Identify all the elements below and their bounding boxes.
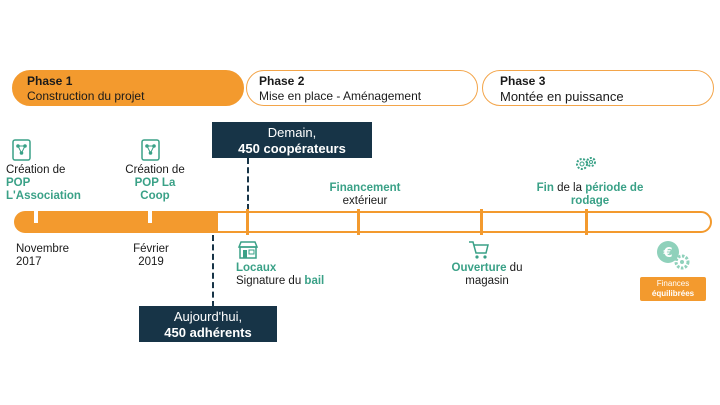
cart-icon	[468, 240, 490, 265]
rodage-fin: Fin	[536, 182, 554, 194]
svg-text:€: €	[662, 246, 672, 261]
phase-1-subtitle: Construction du projet	[27, 89, 145, 103]
date-fev2019-year: 2019	[138, 256, 164, 268]
phase-3-title: Phase 3	[500, 74, 546, 88]
callout-aujourdhui: Aujourd'hui, 450 adhérents	[139, 306, 277, 342]
phase-3: Phase 3 Montée en puissance	[482, 70, 714, 106]
locaux-line2-prefix: Signature du	[236, 275, 305, 287]
creation-coop-prefix: Création de	[125, 164, 185, 176]
rodage-periode: période de rodage	[570, 182, 644, 207]
date-nov2017-year: 2017	[16, 256, 42, 268]
date-nov2017: Novembre 2017	[16, 243, 96, 269]
phase-1: Phase 1 Construction du projet	[12, 70, 244, 106]
ouverture-line2: magasin	[465, 275, 509, 287]
callout-demain-line1: Demain,	[267, 125, 317, 140]
timeline-tick-2017	[34, 203, 38, 223]
callout-demain-line2: 450 coopérateurs	[238, 141, 346, 156]
timeline-progress	[14, 211, 218, 233]
finances-badge: Finances équilibrées	[640, 277, 706, 301]
ouverture-label: Ouverture	[451, 262, 507, 274]
callout-demain-connector	[247, 158, 249, 210]
timeline-tick-2019	[148, 203, 152, 223]
gears-icon	[573, 153, 599, 180]
financement-suffix: extérieur	[342, 195, 388, 207]
callout-aujourdhui-line2: 450 adhérents	[164, 325, 252, 340]
callout-aujourdhui-connector	[212, 235, 214, 307]
phase-1-title: Phase 1	[27, 74, 73, 88]
timeline-tick-ouverture	[480, 209, 483, 235]
timeline-tick-financement	[357, 209, 360, 235]
rodage-middle: de la	[553, 182, 586, 194]
phase-2-subtitle: Mise en place - Aménagement	[259, 89, 422, 103]
milestone-rodage: Fin de la période de rodage	[520, 182, 660, 208]
ouverture-suffix: du	[506, 262, 523, 274]
callout-demain: Demain, 450 coopérateurs	[212, 122, 372, 158]
date-nov2017-month: Novembre	[16, 243, 70, 255]
milestone-ouverture: Ouverture du magasin	[432, 262, 542, 288]
date-fev2019: Février 2019	[126, 243, 176, 269]
timeline-tick-rodage	[585, 209, 588, 235]
phase-2: Phase 2 Mise en place - Aménagement	[246, 70, 478, 106]
milestone-creation-coop: Création de POP La Coop	[110, 164, 200, 203]
phase-3-subtitle: Montée en puissance	[500, 89, 624, 104]
milestone-creation-asso: Création de POP L'Association	[6, 164, 106, 203]
timeline-future	[212, 211, 712, 233]
milestone-locaux: Locaux Signature du bail	[236, 262, 366, 288]
shop-icon	[237, 240, 259, 265]
financement-label: Financement	[329, 182, 401, 194]
phase-2-title: Phase 2	[259, 74, 305, 88]
creation-asso-name: POP L'Association	[6, 177, 81, 202]
creation-asso-prefix: Création de	[6, 164, 66, 176]
timeline-tick-locaux	[246, 209, 249, 235]
locaux-label: Locaux	[236, 262, 277, 274]
finances-badge-line1: Finances	[656, 279, 690, 288]
network-doc-icon	[139, 138, 163, 167]
euro-gear-icon: €	[654, 238, 694, 277]
date-fev2019-month: Février	[133, 243, 169, 255]
network-doc-icon	[10, 138, 34, 167]
creation-coop-name: POP La Coop	[134, 177, 176, 202]
locaux-bail: bail	[304, 275, 325, 287]
callout-aujourdhui-line1: Aujourd'hui,	[173, 309, 243, 324]
milestone-financement: Financement extérieur	[310, 182, 420, 208]
finances-badge-line2: équilibrées	[651, 289, 695, 298]
